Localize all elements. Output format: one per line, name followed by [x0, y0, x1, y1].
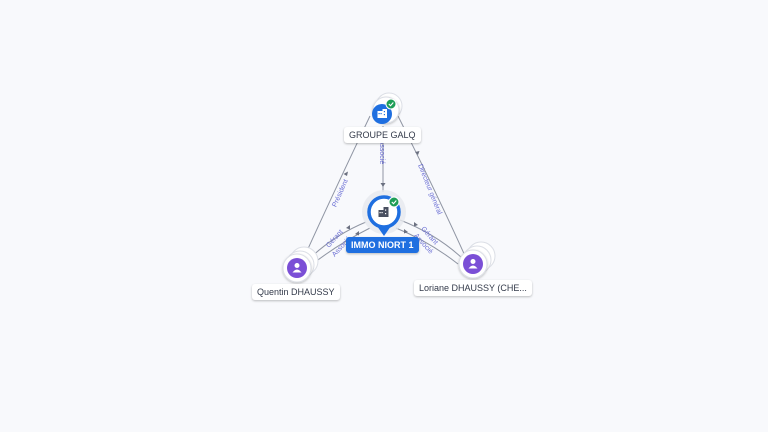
person-icon: [468, 259, 478, 269]
node-loriane-dhaussy[interactable]: [458, 241, 496, 279]
node-groupe-galq[interactable]: [372, 92, 403, 124]
node-immo-niort-1[interactable]: [362, 190, 406, 236]
node-label-groupe-galq[interactable]: GROUPE GALQ: [344, 127, 421, 143]
building-icon: [378, 207, 389, 217]
node-label-immo-niort-1[interactable]: IMMO NIORT 1: [346, 237, 419, 253]
node-quentin-dhaussy[interactable]: [282, 246, 319, 283]
building-icon: [377, 109, 387, 118]
node-label-quentin-dhaussy[interactable]: Quentin DHAUSSY: [252, 284, 340, 300]
edge-label-president: Président: [331, 178, 349, 208]
edge-label-associe: Associé: [378, 140, 385, 165]
person-icon: [292, 263, 302, 273]
check-badge-icon: [385, 98, 397, 110]
node-label-loriane-dhaussy[interactable]: Loriane DHAUSSY (CHE...: [414, 280, 532, 296]
check-badge-icon: [388, 196, 400, 208]
edge-label-directeur-general: Directeur général: [416, 163, 443, 216]
